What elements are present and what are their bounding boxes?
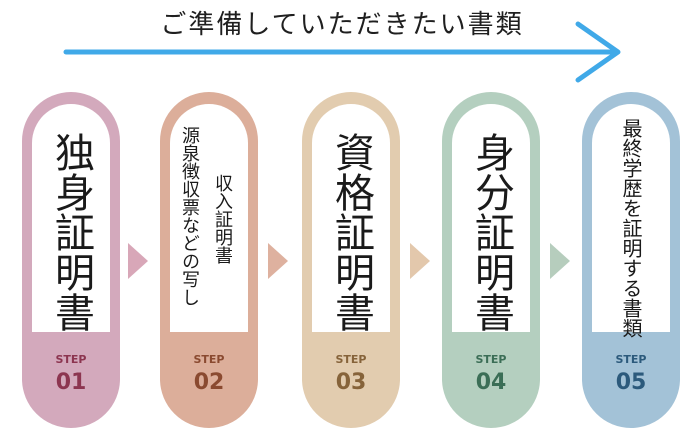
- step-main-text: 源泉徴収票などの写し: [179, 126, 200, 306]
- step-card-02: 収入証明書 源泉徴収票などの写し STEP 02: [160, 92, 258, 428]
- step-panel: 独身証明書: [32, 104, 110, 332]
- step-card-05: 最終学歴を証明する書類 STEP 05: [582, 92, 680, 428]
- step-label: STEP: [335, 353, 367, 366]
- step-main-text: 最終学歴を証明する書類: [619, 118, 643, 338]
- step-number: 04: [475, 370, 507, 395]
- step-number: 05: [615, 370, 647, 395]
- step-panel: 資格証明書: [312, 104, 390, 332]
- chevron-right-icon: [268, 243, 288, 279]
- step-main-text: 独身証明書: [48, 132, 94, 332]
- step-card-04: 身分証明書 STEP 04: [442, 92, 540, 428]
- flow-arrow-icon: [63, 21, 621, 83]
- step-panel: 収入証明書 源泉徴収票などの写し: [170, 104, 248, 332]
- step-card-03: 資格証明書 STEP 03: [302, 92, 400, 428]
- step-main-text: 資格証明書: [328, 132, 374, 332]
- chevron-right-icon: [128, 243, 148, 279]
- step-number: 03: [335, 370, 367, 395]
- page-title: ご準備していただきたい書類: [160, 10, 524, 40]
- step-panel: 最終学歴を証明する書類: [592, 104, 670, 338]
- step-label: STEP: [615, 353, 647, 366]
- step-number: 01: [55, 370, 87, 395]
- step-label: STEP: [193, 353, 225, 366]
- step-number: 02: [193, 370, 225, 395]
- step-panel: 身分証明書: [452, 104, 530, 332]
- step-label: STEP: [55, 353, 87, 366]
- chevron-right-icon: [410, 243, 430, 279]
- step-card-01: 独身証明書 STEP 01: [22, 92, 120, 428]
- step-label: STEP: [475, 353, 507, 366]
- chevron-right-icon: [550, 243, 570, 279]
- step-sub-text: 収入証明書: [212, 174, 233, 264]
- step-main-text: 身分証明書: [468, 132, 514, 332]
